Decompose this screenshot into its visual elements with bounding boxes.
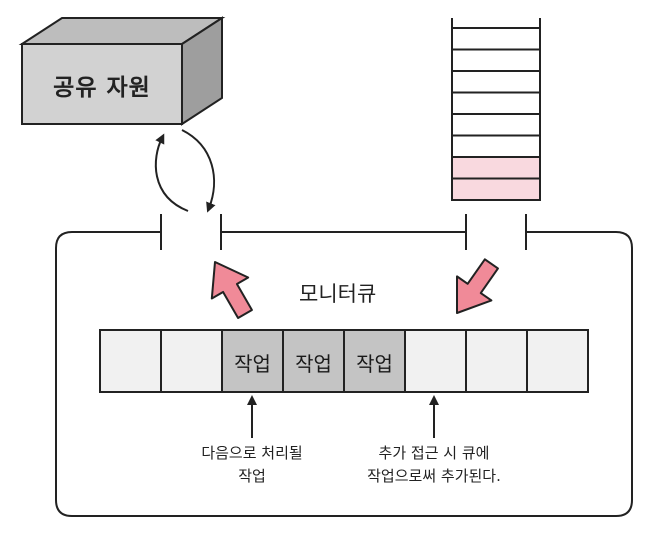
- next-job-note-line1: 다음으로 처리될: [201, 444, 303, 462]
- shared-resource-label: 공유 자원: [53, 75, 151, 101]
- access-arrow-up: [154, 133, 189, 212]
- next-job-note: 다음으로 처리될 작업: [182, 442, 322, 488]
- queue-cell: [160, 329, 223, 393]
- add-job-note-line1: 추가 접근 시 큐에: [378, 444, 490, 462]
- add-job-note: 추가 접근 시 큐에 작업으로써 추가된다.: [344, 442, 524, 488]
- shared-resource-box: [18, 16, 226, 126]
- stack-row: [451, 27, 541, 51]
- stack-row: [451, 48, 541, 72]
- queue-cell-label: 작업: [234, 352, 271, 376]
- box-front-face: [21, 43, 183, 125]
- stack-row: [451, 91, 541, 115]
- next-job-note-line2: 작업: [238, 467, 266, 485]
- stack-row: [451, 134, 541, 158]
- enter-arrow: [456, 258, 499, 314]
- add-job-note-line2: 작업으로써 추가된다.: [367, 467, 501, 485]
- queue-cell: [99, 329, 162, 393]
- queue-cell: [526, 329, 589, 393]
- queue-cell: [465, 329, 528, 393]
- queue-cell: [404, 329, 467, 393]
- access-arrow-down: [181, 129, 216, 213]
- monitor-queue-title: 모니터큐: [299, 282, 377, 306]
- queue-cell: [343, 329, 406, 393]
- stack-row: [451, 156, 541, 180]
- queue-cell-label: 작업: [356, 352, 393, 376]
- stack-row: [451, 70, 541, 94]
- stack-row: [451, 177, 541, 201]
- monitor-container: [55, 214, 633, 517]
- exit-arrow: [210, 261, 253, 319]
- queue-cell-label: 작업: [295, 352, 332, 376]
- waiting-stack: [451, 18, 541, 201]
- queue: [99, 329, 589, 393]
- stack-row: [451, 113, 541, 137]
- queue-cell: [221, 329, 284, 393]
